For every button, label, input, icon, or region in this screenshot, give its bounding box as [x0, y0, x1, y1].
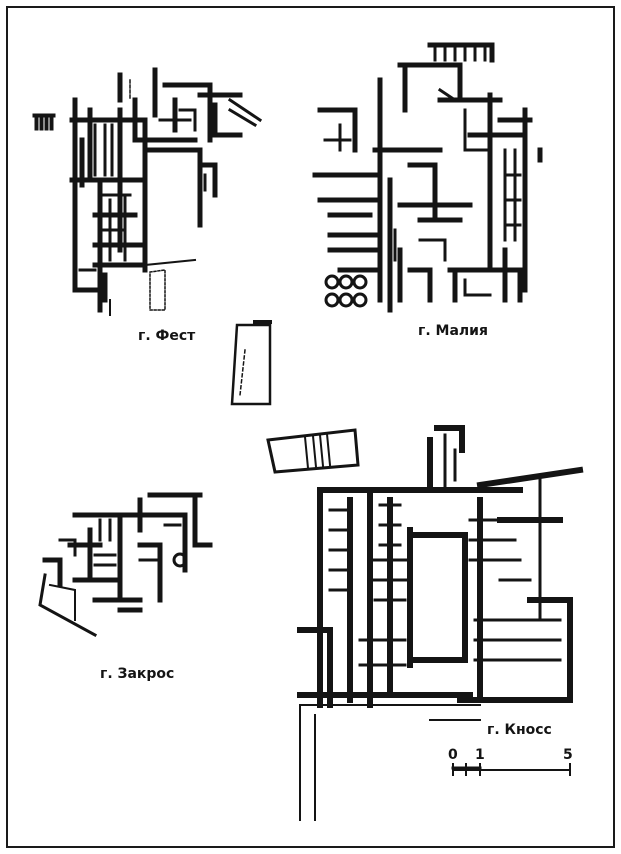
- plan-zakros: [38, 492, 213, 638]
- malia-storage-circles: [324, 274, 368, 308]
- plan-knossos: [266, 425, 584, 821]
- scale-label-0: 0: [448, 747, 458, 763]
- caption-malia: г. Малия: [418, 323, 488, 339]
- scale-bar: [451, 763, 571, 776]
- caption-phaistos: г. Фест: [138, 328, 196, 344]
- phaistos-gate-symbol: [32, 113, 56, 131]
- figure-frame: [6, 6, 615, 848]
- caption-zakros: г. Закрос: [100, 666, 175, 682]
- knossos-propylon: [266, 428, 360, 474]
- caption-knossos: г. Кносс: [487, 722, 552, 738]
- scale-label-5: 5: [563, 747, 573, 763]
- plan-phaistos: [32, 67, 263, 316]
- plan-fragment-detail: [230, 320, 272, 406]
- plan-malia: [312, 42, 543, 313]
- scale-label-1: 1: [475, 747, 485, 763]
